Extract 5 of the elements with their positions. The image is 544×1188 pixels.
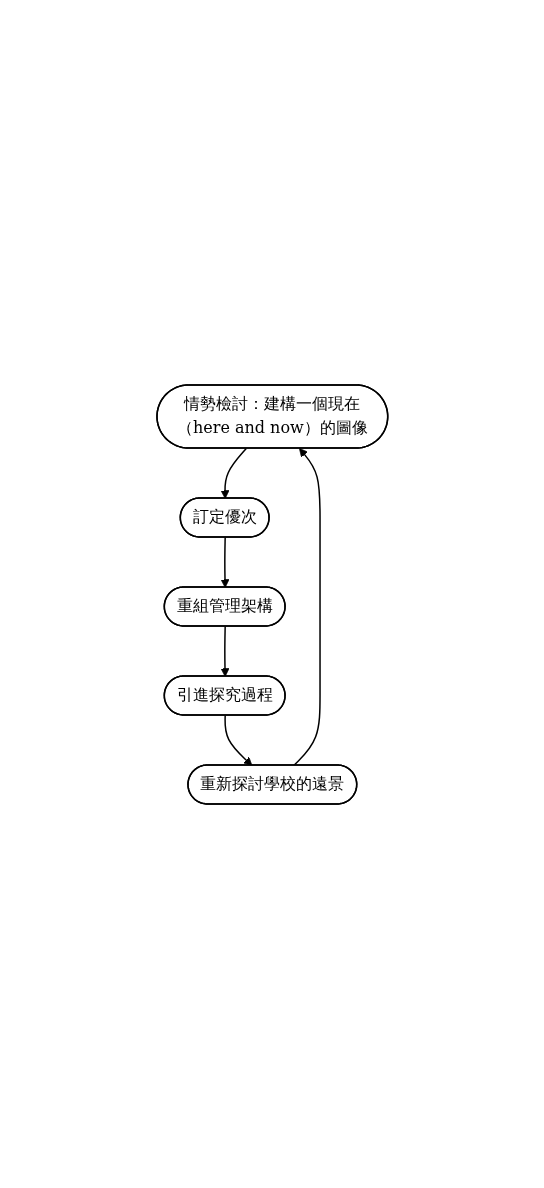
- arrow: [220, 625, 230, 677]
- arrow: [220, 447, 247, 499]
- arrow: [292, 447, 321, 766]
- arrow: [220, 536, 230, 588]
- arrow: [223, 714, 252, 766]
